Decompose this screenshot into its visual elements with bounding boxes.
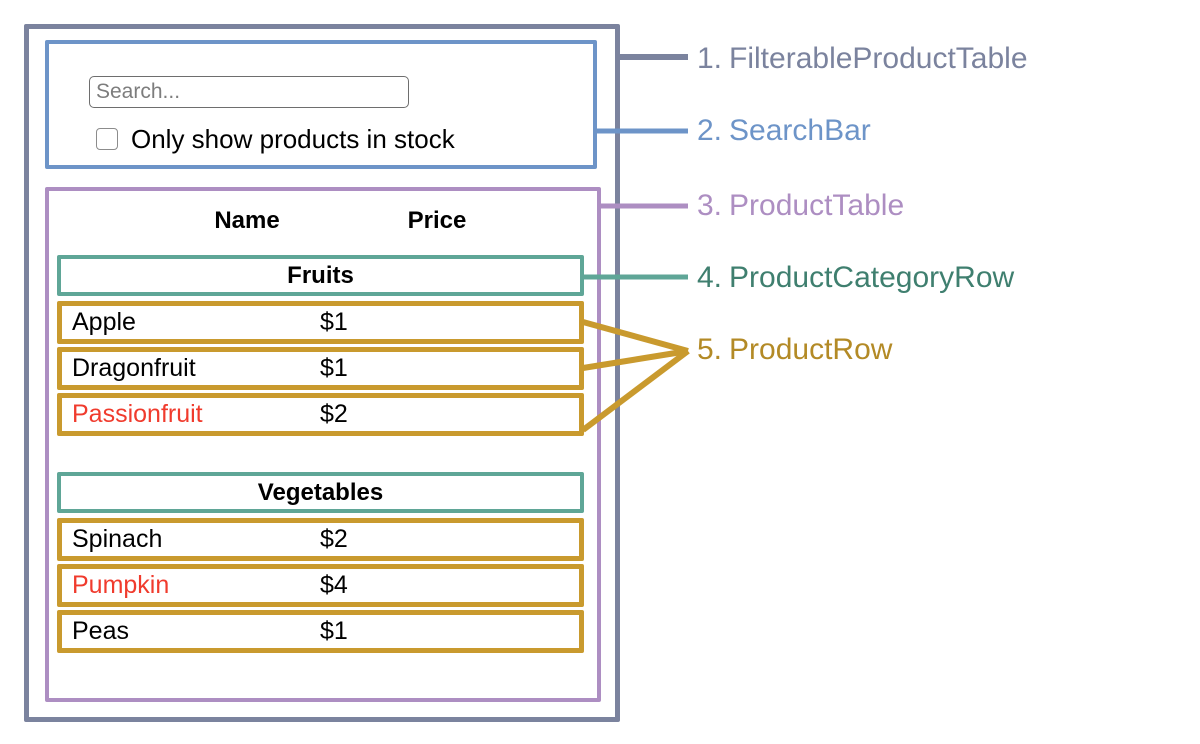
product-price: $4 xyxy=(320,571,348,599)
column-header-name: Name xyxy=(214,207,280,234)
product-row[interactable]: Passionfruit $2 xyxy=(57,393,584,436)
legend-item-searchbar: 2.SearchBar xyxy=(697,116,871,146)
only-in-stock-checkbox-row[interactable]: Only show products in stock xyxy=(96,126,455,152)
legend-item-producttable: 3.ProductTable xyxy=(697,191,904,221)
legend-label: ProductTable xyxy=(729,189,905,222)
product-row[interactable]: Peas $1 xyxy=(57,610,584,653)
product-table-frame xyxy=(45,187,601,702)
legend-label: SearchBar xyxy=(729,114,871,147)
product-table-header: Name Price xyxy=(57,197,587,245)
product-price: $1 xyxy=(320,617,348,645)
product-name: Dragonfruit xyxy=(72,354,196,382)
product-price: $1 xyxy=(320,354,348,382)
legend-number: 3. xyxy=(697,189,723,222)
legend-number: 5. xyxy=(697,333,723,366)
legend-item-filterableproducttable: 1.FilterableProductTable xyxy=(697,44,1028,74)
product-category-label: Vegetables xyxy=(257,479,384,506)
product-row[interactable]: Apple $1 xyxy=(57,301,584,344)
product-name: Apple xyxy=(72,308,136,336)
legend-number: 2. xyxy=(697,114,723,147)
legend-number: 4. xyxy=(697,261,723,294)
search-input[interactable] xyxy=(89,76,409,108)
search-bar-frame xyxy=(45,40,597,169)
product-category-row: Vegetables xyxy=(57,472,584,513)
product-row[interactable]: Dragonfruit $1 xyxy=(57,347,584,390)
product-row[interactable]: Spinach $2 xyxy=(57,518,584,561)
product-row[interactable]: Pumpkin $4 xyxy=(57,564,584,607)
product-category-row: Fruits xyxy=(57,255,584,296)
legend-label: FilterableProductTable xyxy=(729,42,1028,75)
product-price: $1 xyxy=(320,308,348,336)
legend-item-productrow: 5.ProductRow xyxy=(697,335,892,365)
legend-label: ProductCategoryRow xyxy=(729,261,1015,294)
legend-label: ProductRow xyxy=(729,333,893,366)
product-name: Peas xyxy=(72,617,129,645)
product-price: $2 xyxy=(320,525,348,553)
only-in-stock-label: Only show products in stock xyxy=(131,124,455,154)
legend-item-productcategoryrow: 4.ProductCategoryRow xyxy=(697,263,1014,293)
product-category-label: Fruits xyxy=(287,262,354,289)
product-name: Passionfruit xyxy=(72,400,203,428)
product-price: $2 xyxy=(320,400,348,428)
product-name: Pumpkin xyxy=(72,571,170,599)
product-name: Spinach xyxy=(72,525,163,553)
legend-number: 1. xyxy=(697,42,723,75)
column-header-price: Price xyxy=(407,207,467,234)
only-in-stock-checkbox[interactable] xyxy=(96,128,118,150)
